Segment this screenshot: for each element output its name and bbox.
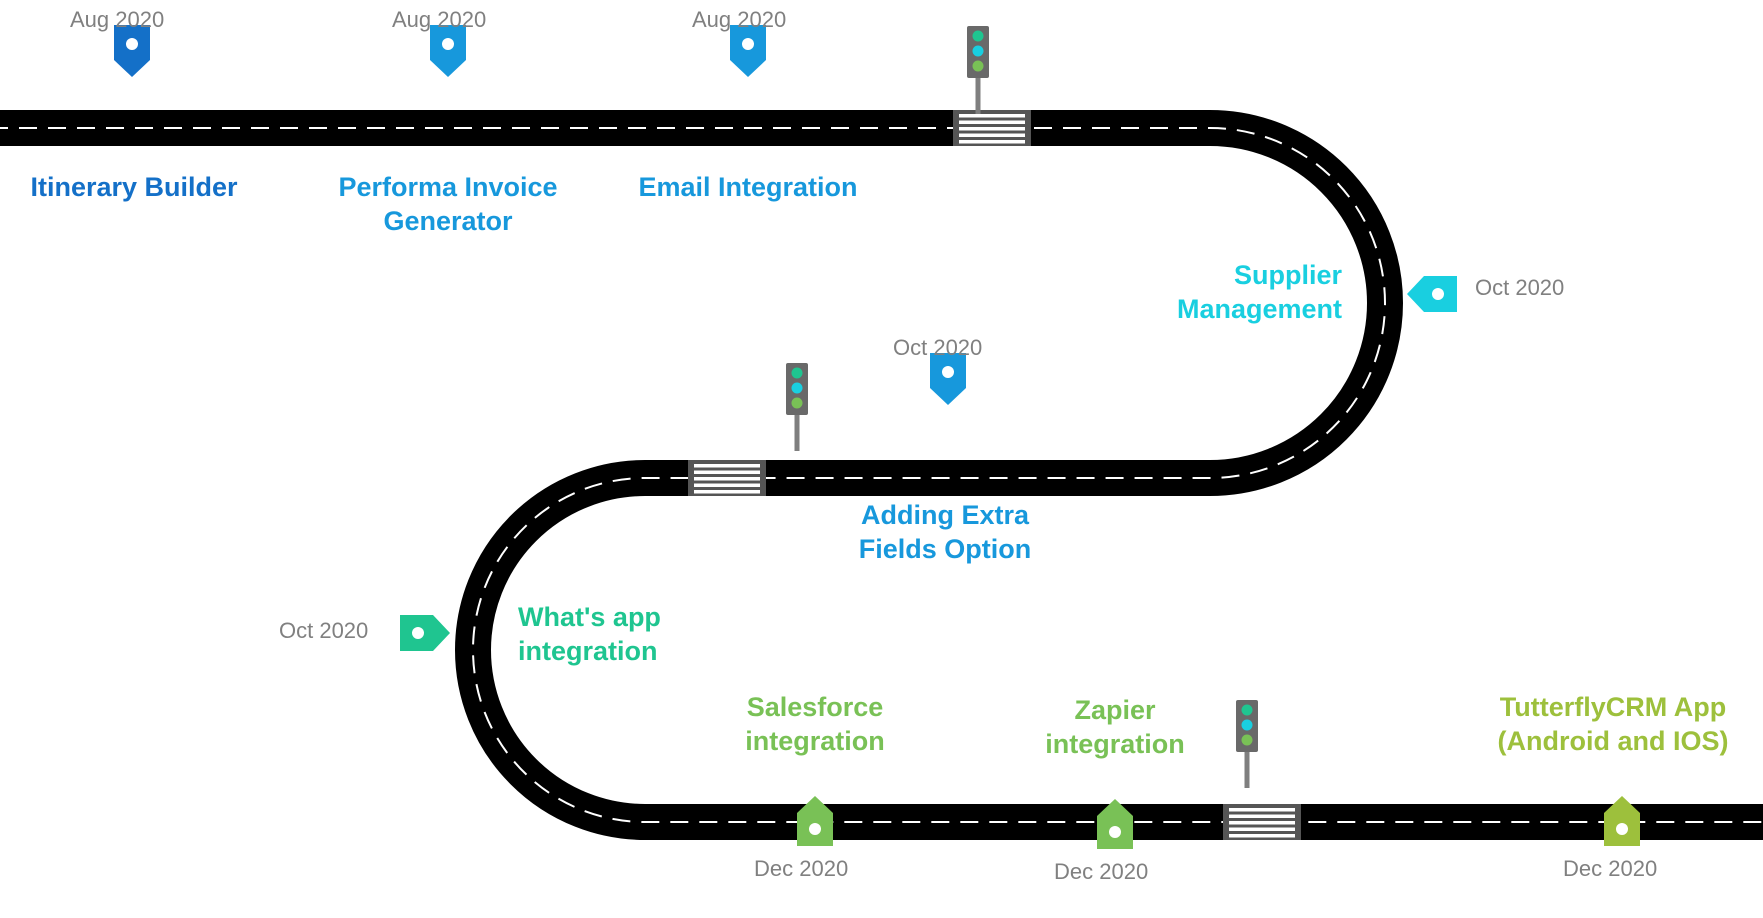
milestone-title: Email Integration bbox=[618, 170, 878, 204]
milestone-title-line: Supplier bbox=[1233, 260, 1342, 290]
milestone-date: Aug 2020 bbox=[692, 7, 787, 32]
map-pin-icon bbox=[430, 25, 466, 77]
traffic-light-icon bbox=[1236, 700, 1258, 788]
milestone-title-line: Performa Invoice bbox=[338, 172, 558, 202]
milestone-title-line: integration bbox=[518, 636, 658, 666]
milestone-title-line: Fields Option bbox=[858, 534, 1032, 564]
tag-icon bbox=[1604, 796, 1640, 846]
tag-icon bbox=[400, 615, 450, 651]
milestone-title: Performa Invoice Generator bbox=[318, 170, 578, 238]
milestone-date: Aug 2020 bbox=[70, 7, 165, 32]
tag-icon bbox=[1097, 799, 1133, 849]
map-pin-icon bbox=[730, 25, 766, 77]
milestone-date: Dec 2020 bbox=[1054, 859, 1149, 884]
crosswalk bbox=[953, 110, 1031, 146]
tag-icon bbox=[1407, 276, 1457, 312]
milestone-title-line: What's app bbox=[518, 602, 661, 632]
crosswalks bbox=[688, 110, 1301, 840]
milestone-markers bbox=[114, 25, 1640, 849]
map-pin-icon bbox=[114, 25, 150, 77]
milestone-title: Itinerary Builder bbox=[8, 170, 260, 204]
milestone-date: Dec 2020 bbox=[1563, 856, 1658, 881]
milestone-title-line: integration bbox=[745, 726, 885, 756]
milestone-title-line: Email Integration bbox=[638, 172, 858, 202]
milestone-date: Oct 2020 bbox=[1475, 275, 1565, 300]
milestone-title-line: Management bbox=[1176, 294, 1342, 324]
milestone-title-line: TutterflyCRM App bbox=[1499, 692, 1727, 722]
milestone-title: What's app integration bbox=[518, 600, 718, 668]
milestone-date: Aug 2020 bbox=[392, 7, 487, 32]
traffic-light-icon bbox=[786, 363, 808, 451]
traffic-lights bbox=[786, 26, 1258, 788]
milestone-title: Salesforce integration bbox=[700, 690, 930, 758]
road bbox=[0, 110, 1763, 840]
milestone-date: Dec 2020 bbox=[754, 856, 849, 881]
milestone-title-line: Zapier bbox=[1074, 695, 1156, 725]
milestone-title: Supplier Management bbox=[1100, 258, 1342, 326]
milestone-title: Adding Extra Fields Option bbox=[820, 498, 1070, 566]
milestone-title-line: (Android and IOS) bbox=[1497, 726, 1729, 756]
road-lane-marking bbox=[0, 127, 1763, 823]
milestone-title-line: Generator bbox=[383, 206, 513, 236]
milestone-title-line: Adding Extra bbox=[860, 500, 1029, 530]
milestone-title: Zapier integration bbox=[1000, 693, 1230, 761]
milestone-title: TutterflyCRM App (Android and IOS) bbox=[1468, 690, 1758, 758]
milestone-date: Oct 2020 bbox=[279, 618, 369, 643]
tag-icon bbox=[797, 796, 833, 846]
traffic-light-icon bbox=[967, 26, 989, 114]
milestone-title-line: integration bbox=[1045, 729, 1185, 759]
milestone-title-line: Salesforce bbox=[746, 692, 884, 722]
crosswalk bbox=[688, 460, 766, 496]
milestone-title-line: Itinerary Builder bbox=[30, 172, 238, 202]
crosswalk bbox=[1223, 804, 1301, 840]
milestone-date: Oct 2020 bbox=[893, 335, 983, 360]
map-pin-icon bbox=[930, 353, 966, 405]
